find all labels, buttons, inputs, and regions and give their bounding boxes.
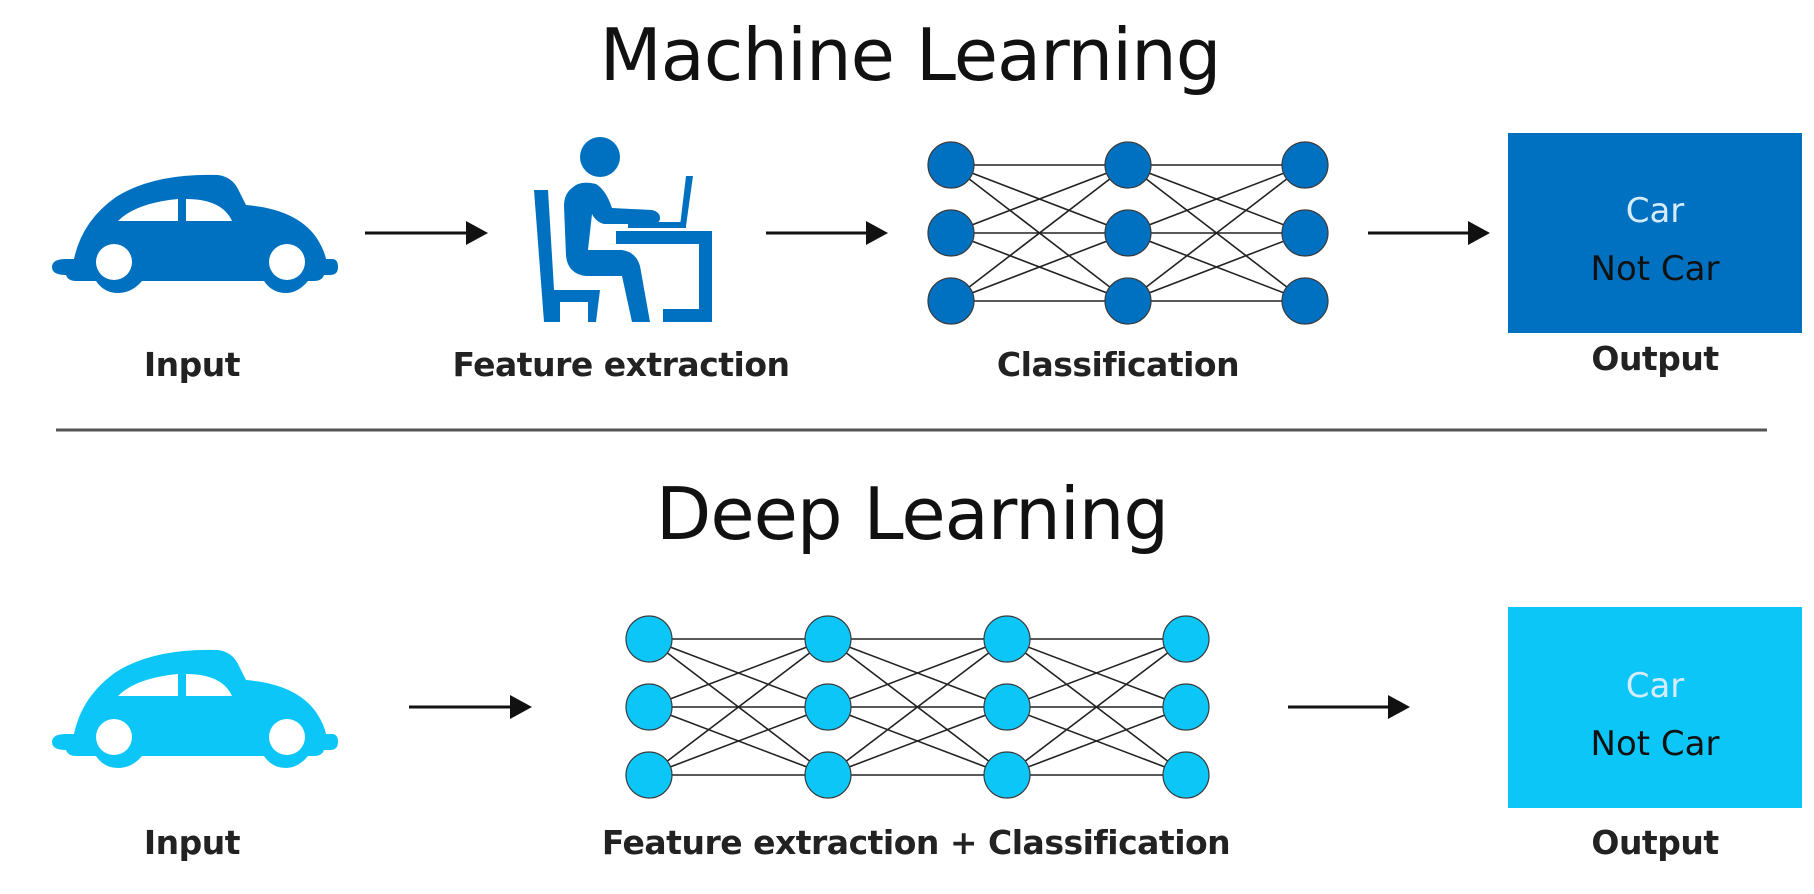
network-node xyxy=(983,751,1031,799)
dl-input-label: Input xyxy=(144,823,241,862)
arrow-icon xyxy=(409,695,532,719)
arrow-icon xyxy=(1288,695,1410,719)
network-node xyxy=(804,683,852,731)
output-not-car-text: Not Car xyxy=(1591,249,1720,289)
network-edge xyxy=(950,232,1129,302)
network-node xyxy=(927,209,975,257)
neural-network-icon xyxy=(927,141,1329,325)
network-node xyxy=(804,751,852,799)
network-node xyxy=(927,277,975,325)
ml-input-label: Input xyxy=(144,345,241,384)
network-node xyxy=(1104,277,1152,325)
network-node xyxy=(983,683,1031,731)
network-node xyxy=(625,683,673,731)
network-edge xyxy=(648,638,829,776)
network-edge xyxy=(1127,164,1306,234)
network-edge xyxy=(827,706,1008,776)
ml-output-box: Car Not Car xyxy=(1508,133,1802,333)
arrow-icon xyxy=(1368,221,1490,245)
network-node xyxy=(1162,751,1210,799)
network-node xyxy=(927,141,975,189)
network-node xyxy=(1281,277,1329,325)
network-edge xyxy=(1127,232,1306,302)
network-node xyxy=(1281,209,1329,257)
network-node xyxy=(625,751,673,799)
ml-classification-label: Classification xyxy=(997,345,1239,384)
car-icon xyxy=(52,649,338,768)
dl-feature-classification-label: Feature extraction + Classification xyxy=(602,823,1230,862)
neural-network-icon xyxy=(625,615,1210,799)
network-edge xyxy=(827,638,1008,776)
network-node xyxy=(804,615,852,663)
arrow-icon xyxy=(365,221,488,245)
network-edge xyxy=(950,164,1129,234)
network-edge xyxy=(648,706,829,776)
ml-output-label: Output xyxy=(1591,339,1719,378)
network-node xyxy=(983,615,1031,663)
network-node xyxy=(625,615,673,663)
output-car-text: Car xyxy=(1626,666,1685,706)
dl-output-label: Output xyxy=(1591,823,1719,862)
machine-learning-title: Machine Learning xyxy=(600,13,1221,97)
deep-learning-title: Deep Learning xyxy=(656,472,1168,556)
deep-learning-section: Deep Learning Input Feature extraction +… xyxy=(52,472,1802,862)
network-edge xyxy=(1006,706,1187,776)
machine-learning-section: Machine Learning Input xyxy=(52,13,1802,384)
arrow-icon xyxy=(766,221,888,245)
network-node xyxy=(1162,615,1210,663)
network-node xyxy=(1104,209,1152,257)
network-node xyxy=(1162,683,1210,731)
network-edge xyxy=(827,638,1008,708)
output-car-text: Car xyxy=(1626,191,1685,231)
network-node xyxy=(1104,141,1152,189)
network-edge xyxy=(950,164,1129,302)
dl-output-box: Car Not Car xyxy=(1508,607,1802,808)
network-edge xyxy=(1127,164,1306,302)
person-at-computer-icon xyxy=(534,137,712,322)
network-node xyxy=(1281,141,1329,189)
ml-feature-extraction-label: Feature extraction xyxy=(452,345,789,384)
network-edge xyxy=(1006,638,1187,708)
network-edge xyxy=(1006,638,1187,776)
network-edge xyxy=(648,638,829,708)
output-not-car-text: Not Car xyxy=(1591,724,1720,764)
car-icon xyxy=(52,174,338,293)
